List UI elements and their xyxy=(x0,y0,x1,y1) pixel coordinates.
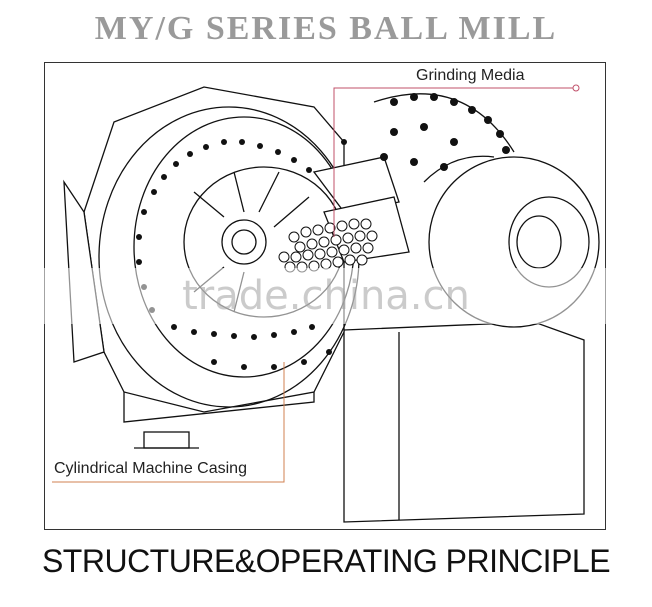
watermark: trade.china.cn xyxy=(0,268,652,324)
mill-base xyxy=(343,321,585,523)
casing-callout xyxy=(52,362,285,483)
grinding-media-callout xyxy=(333,87,574,237)
casing-label: Cylindrical Machine Casing xyxy=(54,460,247,477)
page-title: MY/G SERIES BALL MILL xyxy=(94,10,558,47)
ball-mill-diagram xyxy=(52,84,600,523)
footer-caption: STRUCTURE&OPERATING PRINCIPLE xyxy=(41,543,611,579)
mill-foot xyxy=(143,431,190,449)
grinding-media-label: Grinding Media xyxy=(416,67,525,84)
